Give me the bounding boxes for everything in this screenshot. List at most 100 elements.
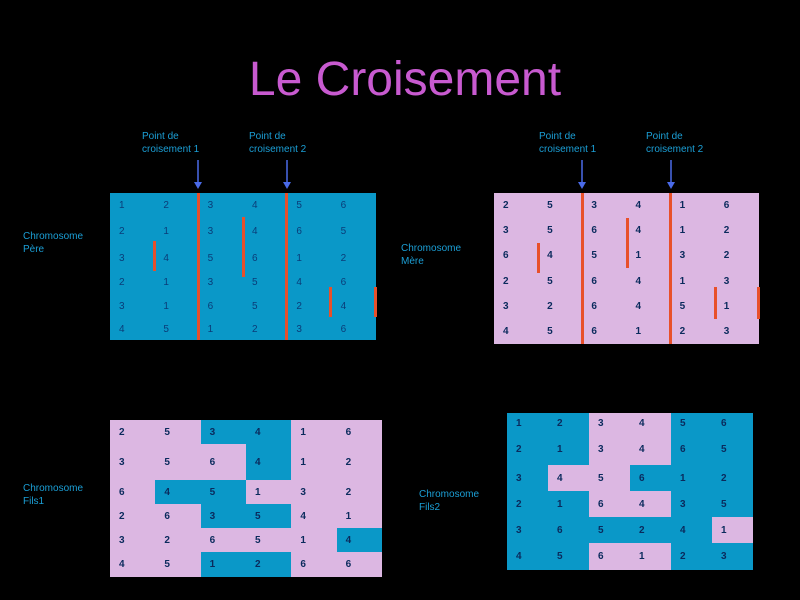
gene-cell: 4	[155, 480, 201, 504]
gene-cell: 3	[110, 294, 155, 318]
gene-cell: 5	[198, 246, 243, 270]
gene-cell: 1	[671, 465, 712, 491]
gene-cell: 6	[582, 319, 627, 344]
gene-cell: 2	[712, 465, 753, 491]
gene-cell: 2	[714, 218, 759, 243]
crossover-cut-marker	[757, 287, 760, 319]
crossover-cut-marker	[626, 218, 629, 268]
gene-cell: 6	[331, 270, 376, 294]
gene-cell: 1	[291, 420, 337, 444]
gene-cell: 4	[494, 319, 539, 344]
gene-cell: 2	[110, 217, 155, 246]
gene-cell: 4	[154, 246, 199, 270]
gene-cell: 2	[287, 294, 332, 318]
crossover-cut-marker	[669, 193, 672, 344]
gene-cell: 6	[110, 480, 156, 504]
crossover-point-1-label-right: Point de croisement 1	[539, 131, 597, 155]
gene-cell: 3	[712, 543, 753, 570]
gene-cell: 4	[626, 218, 671, 243]
gene-cell: 5	[589, 517, 630, 543]
gene-cell: 2	[336, 444, 382, 480]
gene-cell: 1	[630, 543, 671, 570]
gene-cell: 5	[538, 218, 583, 243]
gene-cell: 3	[287, 318, 332, 340]
gene-cell: 1	[110, 193, 155, 217]
gene-cell: 5	[712, 434, 753, 465]
gene-cell: 2	[507, 434, 548, 465]
gene-cell: 1	[548, 434, 589, 465]
gene-cell: 5	[548, 543, 589, 570]
gene-cell: 1	[670, 218, 715, 243]
gene-cell: 4	[626, 268, 671, 294]
crossover-point-1-label-left: Point de croisement 1	[142, 131, 200, 155]
gene-cell: 4	[626, 193, 671, 218]
gene-cell: 1	[712, 517, 753, 543]
gene-cell: 6	[336, 420, 382, 444]
gene-cell: 6	[671, 434, 712, 465]
gene-cell: 3	[589, 413, 630, 434]
gene-cell: 2	[538, 294, 583, 319]
gene-cell: 1	[200, 552, 246, 577]
gene-cell: 5	[712, 491, 753, 517]
gene-cell: 3	[714, 319, 759, 344]
gene-cell: 2	[630, 517, 671, 543]
gene-cell: 1	[287, 246, 332, 270]
gene-cell: 2	[507, 491, 548, 517]
gene-cell: 3	[494, 218, 539, 243]
gene-cell: 5	[538, 268, 583, 294]
gene-cell: 6	[242, 246, 288, 270]
gene-cell: 6	[291, 552, 337, 577]
gene-cell: 3	[198, 193, 243, 217]
gene-cell: 6	[336, 552, 382, 577]
gene-cell: 4	[538, 243, 583, 268]
gene-cell: 2	[155, 528, 201, 552]
gene-cell: 6	[582, 218, 627, 243]
gene-cell: 1	[154, 217, 199, 246]
gene-cell: 6	[548, 517, 589, 543]
gene-cell: 3	[110, 528, 156, 552]
chromosome-fils2-label: Chromosome Fils2	[419, 489, 480, 513]
gene-cell: 6	[494, 243, 539, 268]
gene-cell: 2	[548, 413, 589, 434]
crossover-cut-marker	[242, 217, 245, 277]
gene-cell: 2	[242, 318, 288, 340]
gene-cell: 3	[291, 480, 337, 504]
chromosome-pere-label: Chromosome Père	[23, 231, 84, 255]
gene-cell: 1	[507, 413, 548, 434]
arrow-down-icon	[667, 160, 675, 189]
gene-cell: 4	[630, 491, 671, 517]
gene-cell: 5	[671, 413, 712, 434]
gene-cell: 3	[198, 217, 243, 246]
arrow-down-icon	[283, 160, 291, 189]
gene-cell: 5	[155, 552, 201, 577]
gene-cell: 2	[154, 193, 199, 217]
gene-cell: 4	[548, 465, 589, 491]
gene-cell: 3	[714, 268, 759, 294]
gene-cell: 4	[245, 444, 292, 480]
gene-cell: 1	[626, 243, 671, 268]
crossover-cut-marker	[329, 287, 332, 317]
gene-cell: 5	[155, 420, 201, 444]
gene-cell: 2	[110, 420, 156, 444]
gene-cell: 4	[331, 294, 376, 318]
gene-cell: 2	[110, 504, 156, 528]
gene-cell: 4	[110, 552, 156, 577]
gene-cell: 1	[670, 268, 715, 294]
page-title: Le Croisement	[248, 53, 562, 106]
gene-cell: 5	[287, 193, 332, 217]
crossover-point-2-label-right: Point de croisement 2	[646, 131, 704, 155]
gene-cell: 6	[582, 294, 627, 319]
crossover-cut-marker	[537, 243, 540, 273]
gene-cell: 1	[670, 193, 715, 218]
gene-cell: 6	[331, 193, 376, 217]
gene-cell: 1	[548, 491, 589, 517]
gene-cell: 4	[245, 420, 292, 444]
gene-cell: 1	[154, 294, 199, 318]
crossover-cut-marker	[714, 287, 717, 319]
gene-cell: 4	[630, 434, 671, 465]
gene-cell: 3	[110, 246, 155, 270]
gene-cell: 1	[336, 504, 382, 528]
gene-cell: 3	[507, 465, 548, 491]
